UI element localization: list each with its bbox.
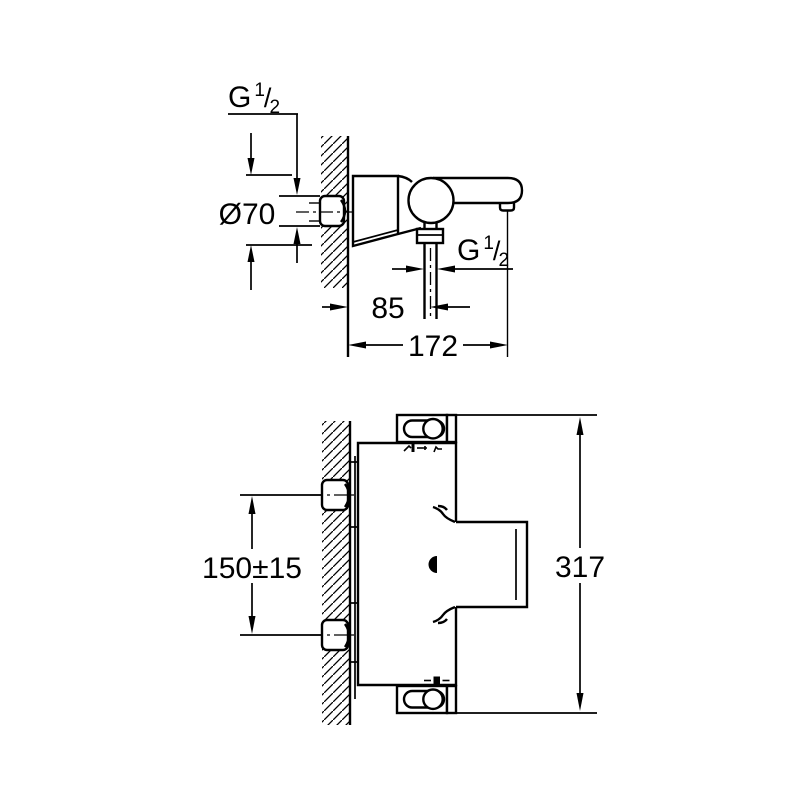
dim-overall-height: 317 bbox=[456, 414, 605, 714]
dim-escutcheon-diameter: Ø70 bbox=[219, 133, 320, 290]
projection-label: 172 bbox=[408, 330, 458, 363]
outlet-pipe bbox=[415, 223, 445, 319]
temperature-stop-mark bbox=[424, 676, 450, 684]
control-knob bbox=[407, 176, 455, 225]
aerator bbox=[498, 203, 516, 212]
shower-bath-diverter-icons bbox=[403, 444, 442, 453]
top-control-housing bbox=[395, 413, 458, 444]
dim-inlet-distance: 150±15 bbox=[202, 494, 322, 636]
spout-block-front bbox=[428, 504, 529, 625]
escutcheon-diameter-label: Ø70 bbox=[219, 198, 276, 231]
spout bbox=[433, 176, 524, 212]
mixer-body-front bbox=[356, 441, 458, 687]
dim-projection: 172 bbox=[348, 211, 509, 363]
wall-hatch-front-view bbox=[322, 421, 350, 725]
mounting-backplate bbox=[350, 456, 358, 699]
dim-wall-to-outlet: 85 bbox=[322, 292, 470, 325]
wall-to-outlet-label: 85 bbox=[371, 292, 404, 325]
inlet-distance-label: 150±15 bbox=[202, 552, 302, 585]
front-view: 150±15 317 bbox=[202, 413, 605, 725]
wall-union-nut bbox=[296, 194, 362, 228]
overall-height-label: 317 bbox=[555, 551, 605, 584]
mixer-body-side bbox=[351, 174, 524, 319]
spout-button-mark bbox=[428, 556, 437, 573]
bottom-control-housing bbox=[395, 684, 458, 715]
